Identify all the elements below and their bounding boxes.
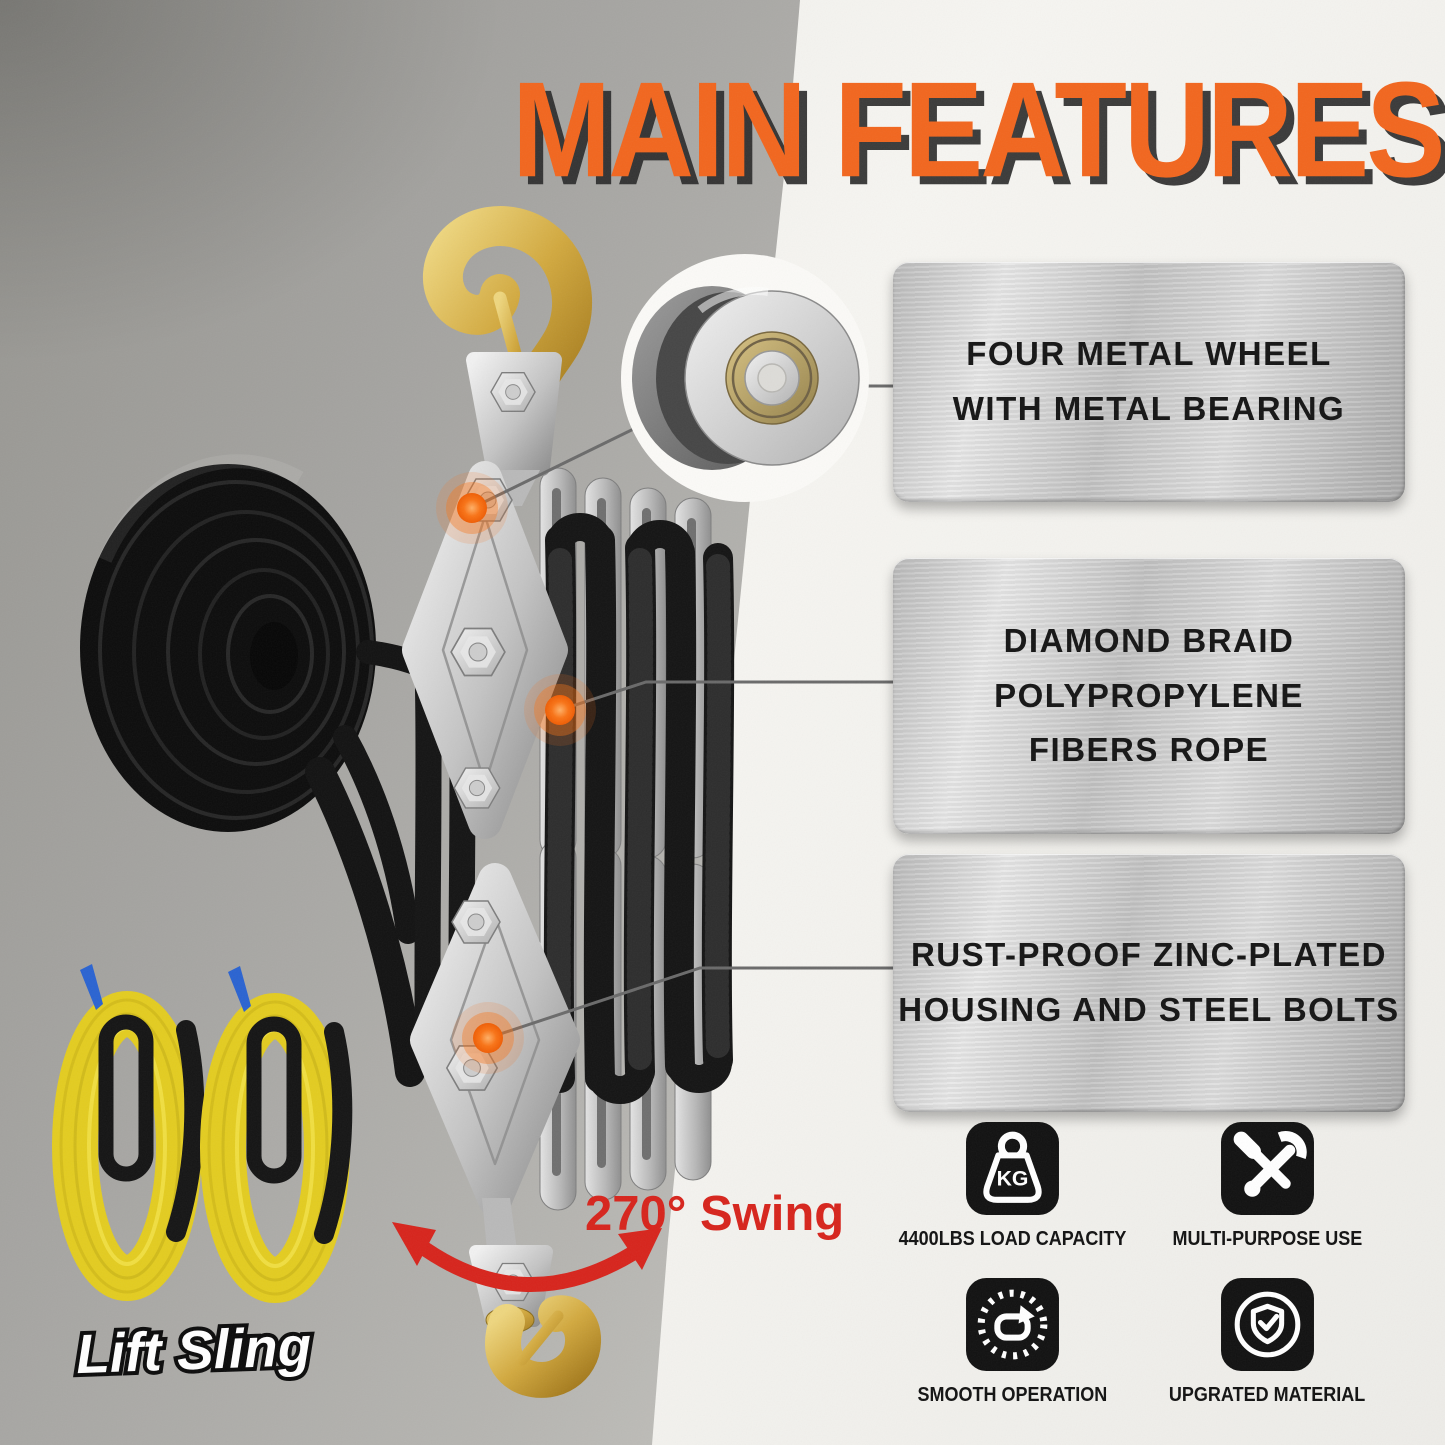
badge-load-capacity: KG 4400LBS LOAD CAPACITY: [892, 1120, 1132, 1251]
weight-kg-icon: KG: [965, 1122, 1059, 1215]
feature-text-wheel: FOUR METAL WHEEL WITH METAL BEARING: [952, 335, 1346, 427]
top-swivel-hook: [422, 206, 593, 506]
badge-label: MULTI-PURPOSE USE: [1172, 1228, 1362, 1250]
lift-sling-left: [52, 964, 205, 1301]
sling-annotation: Lift Sling: [71, 1311, 316, 1389]
feature-text-housing: RUST-PROOF ZINC-PLATED HOUSING AND STEEL…: [898, 936, 1400, 1028]
badge-smooth-operation: SMOOTH OPERATION: [892, 1276, 1132, 1407]
feature-text-rope: DIAMOND BRAID POLYPROPYLENE FIBERS ROPE: [994, 621, 1304, 769]
badge-label: SMOOTH OPERATION: [917, 1384, 1107, 1406]
shield-check-icon: [1220, 1278, 1314, 1371]
feature-plate-wheel: FOUR METAL WHEEL WITH METAL BEARING: [893, 262, 1405, 502]
badge-label: 4400LBS LOAD CAPACITY: [898, 1228, 1126, 1250]
sling-tag-right: [228, 966, 251, 1012]
badge-label: UPGRATED MATERIAL: [1168, 1384, 1366, 1406]
swing-annotation: 270° Swing: [585, 1187, 845, 1241]
hotspot-housing: [452, 1002, 524, 1074]
badge-multi-purpose: MULTI-PURPOSE USE: [1147, 1120, 1387, 1251]
lift-sling-right: [200, 966, 353, 1303]
wheel-closeup-inset: [621, 254, 869, 502]
smooth-rotation-icon: [965, 1278, 1059, 1371]
feature-plate-housing: RUST-PROOF ZINC-PLATED HOUSING AND STEEL…: [893, 854, 1405, 1112]
sling-tag-left: [80, 964, 103, 1010]
badge-upgraded-material: UPGRATED MATERIAL: [1147, 1276, 1387, 1407]
page-title: MAIN FEATURES: [512, 54, 1445, 206]
kg-icon-text: KG: [996, 1168, 1028, 1191]
tools-icon: [1220, 1122, 1314, 1215]
hotspot-wheel: [436, 472, 508, 544]
hotspot-rope: [524, 674, 596, 746]
feature-plate-rope: DIAMOND BRAID POLYPROPYLENE FIBERS ROPE: [893, 558, 1405, 834]
